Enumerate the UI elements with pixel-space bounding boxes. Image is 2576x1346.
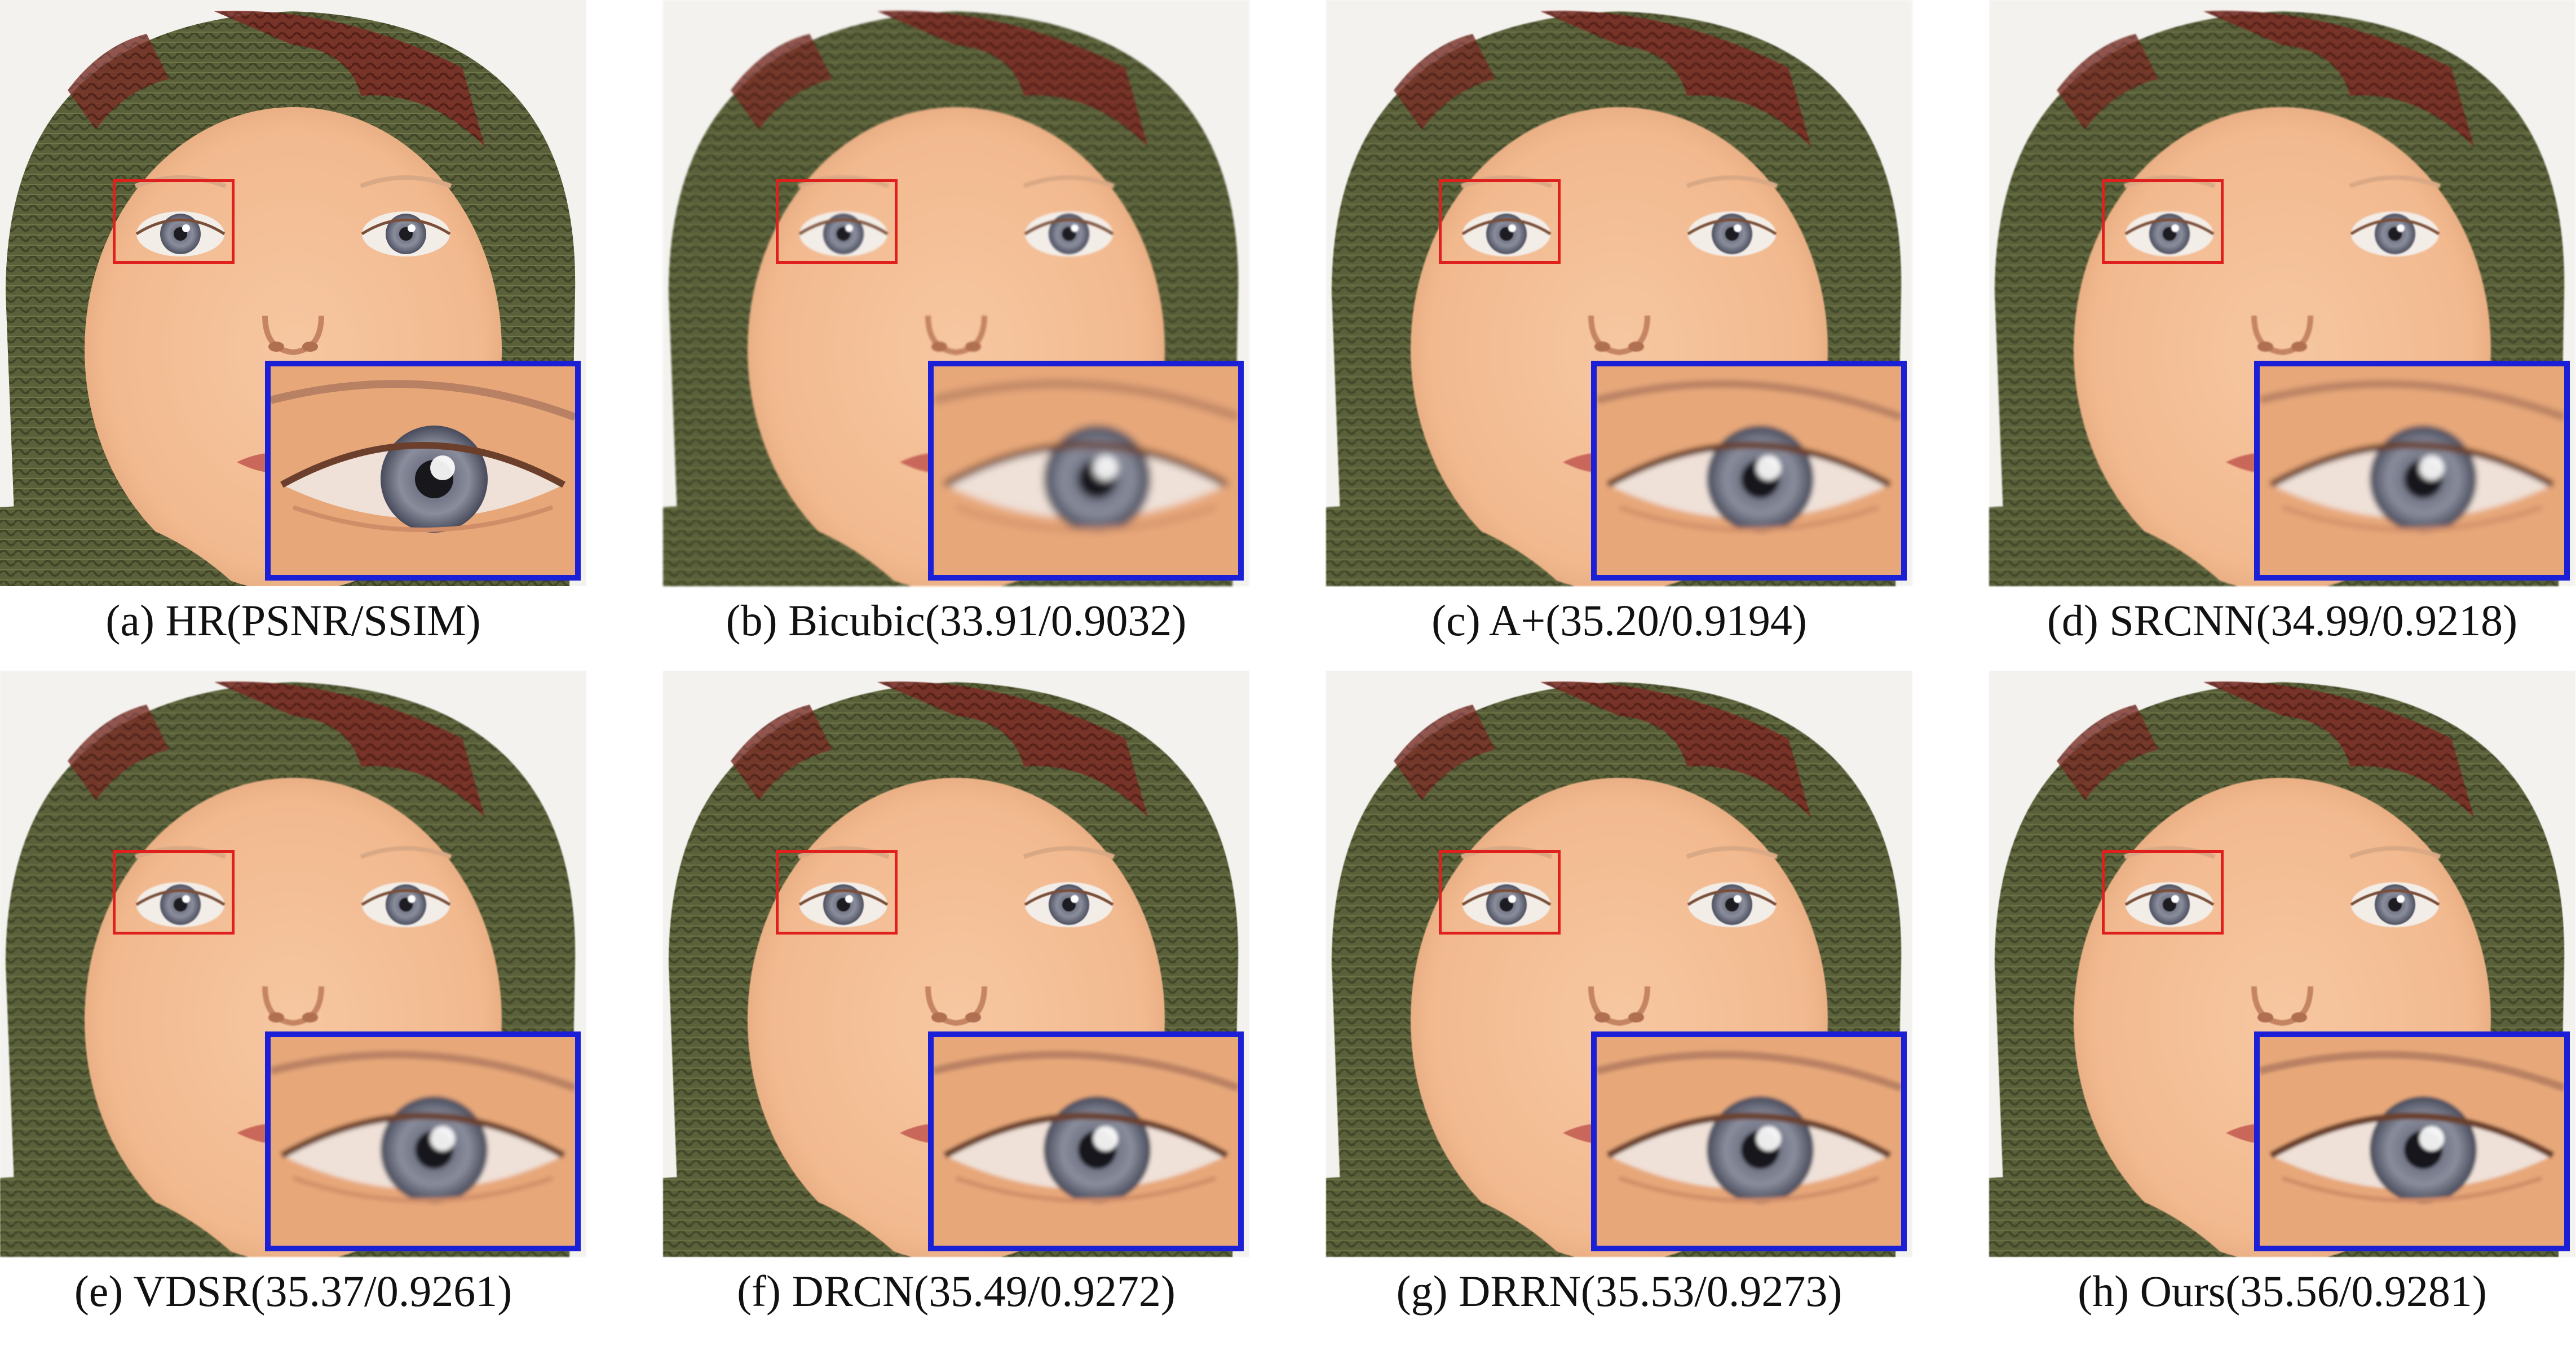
- zoomed-eye-illustration: [934, 1037, 1238, 1246]
- roi-box: [113, 850, 235, 935]
- caption-d: (d) SRCNN(34.99/0.9218): [2047, 596, 2518, 645]
- zoomed-eye-illustration: [1597, 1037, 1901, 1246]
- zoomed-eye-illustration: [934, 366, 1238, 575]
- panel-e: (e) VDSR(35.37/0.9261): [0, 671, 586, 1313]
- caption-c: (c) A+(35.20/0.9194): [1431, 596, 1807, 645]
- panel-g: (g) DRRN(35.53/0.9273): [1326, 671, 1912, 1313]
- roi-box: [1439, 850, 1561, 935]
- roi-box: [113, 179, 235, 264]
- zoom-inset: [928, 1031, 1244, 1251]
- panel-b: (b) Bicubic(33.91/0.9032): [663, 0, 1249, 643]
- zoom-inset: [2254, 1031, 2570, 1251]
- caption-h: (h) Ours(35.56/0.9281): [2078, 1267, 2487, 1316]
- zoom-inset: [2254, 361, 2570, 581]
- roi-box: [2102, 850, 2224, 935]
- zoom-inset: [265, 361, 581, 581]
- caption-b: (b) Bicubic(33.91/0.9032): [726, 596, 1187, 645]
- zoom-inset: [1591, 361, 1907, 581]
- roi-box: [1439, 179, 1561, 264]
- roi-box: [776, 179, 898, 264]
- caption-e: (e) VDSR(35.37/0.9261): [74, 1267, 512, 1316]
- roi-box: [776, 850, 898, 935]
- zoomed-eye-illustration: [271, 1037, 575, 1246]
- zoomed-eye-illustration: [2260, 1037, 2564, 1246]
- zoomed-eye-illustration: [1597, 366, 1901, 575]
- zoom-inset: [1591, 1031, 1907, 1251]
- zoom-inset: [928, 361, 1244, 581]
- caption-f: (f) DRCN(35.49/0.9272): [737, 1267, 1176, 1316]
- caption-g: (g) DRRN(35.53/0.9273): [1396, 1267, 1842, 1316]
- zoom-inset: [265, 1031, 581, 1251]
- zoomed-eye-illustration: [2260, 366, 2564, 575]
- panel-d: (d) SRCNN(34.99/0.9218): [1989, 0, 2575, 643]
- zoomed-eye-illustration: [271, 366, 575, 575]
- panel-h: (h) Ours(35.56/0.9281): [1989, 671, 2575, 1313]
- panel-c: (c) A+(35.20/0.9194): [1326, 0, 1912, 643]
- panel-f: (f) DRCN(35.49/0.9272): [663, 671, 1249, 1313]
- caption-a: (a) HR(PSNR/SSIM): [105, 596, 481, 645]
- panel-a: (a) HR(PSNR/SSIM): [0, 0, 586, 643]
- roi-box: [2102, 179, 2224, 264]
